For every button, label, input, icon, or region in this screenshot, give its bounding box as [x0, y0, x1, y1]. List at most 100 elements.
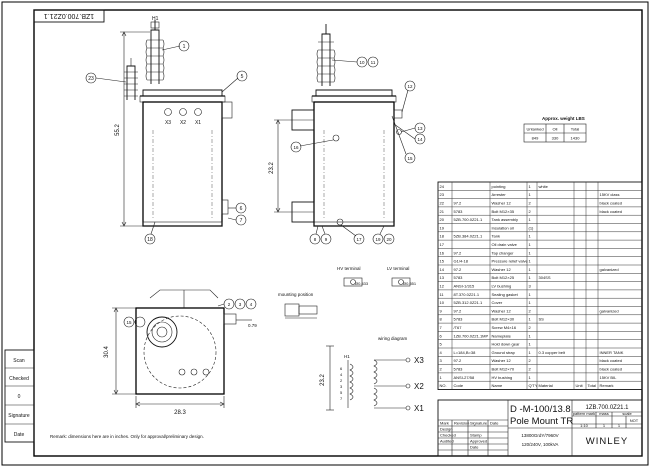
bom-cell: Sealing gasket	[492, 292, 519, 297]
tb-col-signature: Signature	[470, 421, 488, 426]
bom-cell: 304SS	[539, 275, 551, 280]
tb-sheet-value-2: 1	[618, 423, 621, 428]
tb-type: Pole Mount TR	[510, 416, 573, 427]
bom-cell: 10	[440, 300, 445, 305]
tb-col-revision: Revision	[454, 421, 469, 426]
bom-cell: 24	[440, 184, 445, 189]
bushing-label-x3: X3	[165, 120, 171, 126]
tb-pattern-mark: pattern mark	[573, 411, 595, 416]
bom-cell: 11	[440, 292, 445, 297]
bom-cell: Washer 12	[492, 308, 512, 313]
bom-header-cell: NO.	[440, 383, 447, 388]
bom-cell: black coated	[600, 358, 622, 363]
balloon-23: 23	[88, 76, 94, 82]
bom-cell: 16	[440, 250, 445, 255]
bom-header-cell: Unit	[576, 383, 584, 388]
bom-cell: Cover	[492, 300, 503, 305]
bom-cell: 1	[529, 350, 532, 355]
bom-cell: /T67	[454, 325, 463, 330]
bom-cell: 18	[440, 234, 445, 239]
balloon-10: 10	[359, 60, 365, 65]
tap-5: 5	[340, 390, 343, 395]
tank-side	[313, 101, 395, 227]
lv-terminal-title: LV terminal	[387, 266, 409, 271]
bom-cell: 19	[440, 225, 445, 230]
bom-cell: 7	[440, 325, 443, 330]
bom-cell: Insulation oil	[492, 225, 514, 230]
weight-title: Approx. weight LBS	[542, 116, 585, 121]
bom-cell: 5ZB.700.0Z21.1	[454, 217, 483, 222]
tap-3: 3	[340, 384, 343, 389]
bom-cell: Nameplate	[492, 333, 512, 338]
tb-mass: mass	[599, 411, 609, 416]
bom-cell: HV bushing	[492, 375, 513, 380]
bom-cell: 21	[440, 209, 445, 214]
balloon-9: 9	[325, 237, 328, 242]
dim-top-small: 0.79	[248, 323, 257, 328]
bom-header-cell: Code	[454, 383, 464, 388]
tb-row-mark: Mark	[440, 421, 449, 426]
tb-row-checked: Checked	[440, 433, 456, 438]
bom-cell: 14	[440, 267, 445, 272]
weight-v-untanked: 849	[532, 136, 539, 141]
tap-4: 4	[340, 372, 343, 377]
bom-cell: SS	[539, 317, 545, 322]
bom-cell: 1	[529, 267, 532, 272]
tb-spec2: 120/240V, 100kVA	[522, 442, 559, 447]
bom-cell: 2	[529, 367, 532, 372]
balloons-front: 1 23 5 6 7 18	[85, 40, 248, 245]
balloons-side: 10 11 12 13 14 15 16 17 8 9 19 20	[290, 56, 426, 245]
bom-cell: ANSI-1/315	[454, 284, 475, 289]
lv-bushings-front: X3 X2 X1	[164, 108, 202, 126]
bom-cell: 2	[529, 308, 532, 313]
bom-cell: Hold down gear	[492, 342, 521, 347]
tb-row-audited: Audited	[440, 439, 454, 444]
tap-2: 2	[340, 378, 343, 383]
bom-cell: (1)	[529, 225, 535, 230]
bom-cell: black coated	[600, 367, 622, 372]
balloon-2: 2	[228, 302, 231, 307]
bom-cell: 1ZB.700.0Z21.1MP	[454, 333, 489, 338]
bom-cell: 17	[440, 242, 445, 247]
bom-cell: 6	[440, 333, 443, 338]
bom-cell: 97.2	[454, 201, 463, 206]
bom-cell: Washer 12	[492, 358, 512, 363]
bom-cell: 5ZB.312.0Z21.1	[454, 300, 483, 305]
dim-wiring-height: 23.2	[320, 374, 326, 386]
balloon-15-top: 15	[126, 320, 132, 325]
bom-cell: 1	[529, 300, 532, 305]
bom-cell: galvanized	[600, 308, 619, 313]
bom-cell: 1	[529, 184, 532, 189]
bushing-label-x2: X2	[180, 120, 186, 126]
bom-cell: 97.2	[454, 308, 463, 313]
bom-cell: Ground strap	[492, 350, 516, 355]
tb-drawing-no: 1ZB.700.0Z21.1	[585, 405, 629, 411]
bushing-label-x1: X1	[195, 120, 201, 126]
side-label-date: Date	[14, 432, 25, 438]
tb-product: D -M-100/13.8	[510, 404, 571, 415]
dim-front-height: 55.2	[115, 124, 121, 136]
tb-company: WINLEY	[586, 436, 628, 447]
weight-v-total: 1430	[571, 136, 581, 141]
bom-cell: 5783	[454, 275, 464, 280]
hv-terminal-title: HV terminal	[337, 266, 361, 271]
bom-cell: 4	[440, 350, 443, 355]
drawing-number-box: 1ZB.700.0Z21.1	[33, 9, 105, 23]
wiring-x2: X2	[414, 382, 424, 391]
bom-cell: 1	[529, 234, 532, 239]
bom-cell: Arrester	[492, 192, 507, 197]
balloon-5: 5	[241, 74, 244, 80]
bom-cell: 13	[440, 275, 445, 280]
tb-date: Date	[470, 445, 479, 450]
bom-cell: 3	[529, 284, 532, 289]
balloons-top: 2 3 4 15	[123, 298, 257, 328]
bom-cell: Bolt M12×35	[492, 209, 515, 214]
bom-cell: LV bushing	[492, 284, 512, 289]
balloon-3: 3	[239, 302, 242, 307]
weight-h-total: Total	[571, 127, 580, 132]
bom-cell: Tank assembly	[492, 217, 518, 222]
tb-scale: scale	[622, 411, 632, 416]
bom-cell: 22	[440, 201, 445, 206]
terminals: mounting position HV terminal Ø0.433 LV …	[278, 266, 417, 319]
